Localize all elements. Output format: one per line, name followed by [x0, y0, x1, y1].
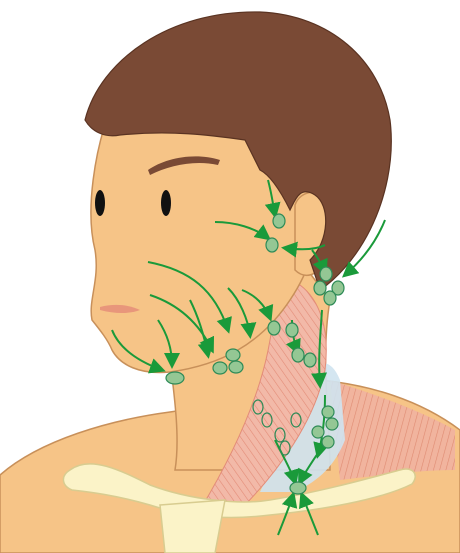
lymph-node	[324, 291, 336, 305]
lymph-node	[312, 426, 324, 438]
lymph-node	[229, 361, 243, 373]
lymph-node	[322, 436, 334, 448]
lymph-node	[304, 353, 316, 367]
lymph-node	[290, 482, 306, 494]
lymph-node	[326, 418, 338, 430]
lymph-node	[322, 406, 334, 418]
lymph-node	[268, 321, 280, 335]
left-eye	[95, 190, 105, 216]
lymph-node	[166, 372, 184, 384]
lymph-node	[292, 348, 304, 362]
lymph-node	[314, 281, 326, 295]
right-eye	[161, 190, 171, 216]
lymph-node	[286, 323, 298, 337]
lymph-node	[213, 362, 227, 374]
lymph-node	[273, 214, 285, 228]
lymph-node	[226, 349, 240, 361]
lymph-node	[266, 238, 278, 252]
lymph-node	[320, 267, 332, 281]
sternum	[160, 500, 225, 553]
